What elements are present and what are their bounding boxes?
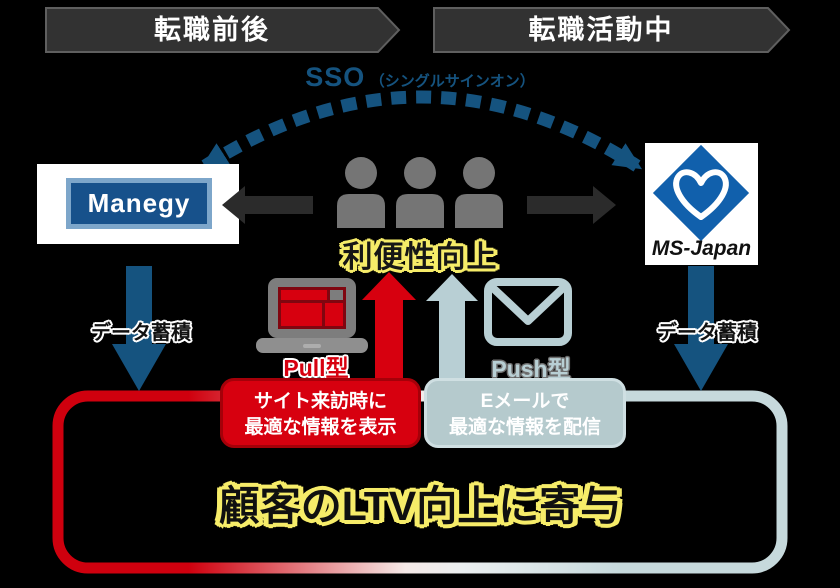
- banner-job-hunting-shape: [433, 7, 791, 53]
- sso-title: SSO: [305, 62, 366, 92]
- data-down-arrow-icon: [112, 266, 166, 391]
- data-accumulation-label-right: データ蓄積: [657, 322, 757, 344]
- pull-card-line2: 最適な情報を表示: [244, 417, 397, 438]
- benefit-label: 利便性向上: [342, 241, 498, 274]
- banner-job-hunting-label: 転職活動中: [528, 15, 674, 45]
- push-up-arrow-icon: [426, 274, 478, 387]
- pull-up-arrow-icon: [362, 272, 416, 387]
- sso-subtitle: （シングルサインオン）: [369, 73, 535, 90]
- laptop-pull-icon: [256, 278, 368, 353]
- push-card: Eメールで 最適な情報を配信: [424, 378, 626, 448]
- ms-japan-logo-label: MS-Japan: [651, 237, 752, 260]
- push-card-line1: Eメールで: [480, 391, 570, 412]
- sso-dashed-arc-arrow-icon: [199, 90, 643, 172]
- data-accumulation-label-left: データ蓄積: [91, 322, 191, 344]
- manegy-logo-label: Manegy: [66, 178, 212, 229]
- left-black-arrow-icon: [222, 186, 616, 224]
- banner-before-after-shape: [45, 7, 401, 53]
- push-card-line2: 最適な情報を配信: [448, 417, 601, 438]
- diamond-heart-logo-icon: [652, 144, 750, 242]
- pull-type-label: Pull型: [283, 355, 349, 381]
- ltv-label: 顧客のLTV向上に寄与: [218, 483, 622, 529]
- banner-before-after-label: 転職前後: [154, 15, 270, 45]
- people-group-icon: [337, 157, 503, 228]
- ms-japan-logo: MS-Japan: [645, 143, 758, 265]
- email-envelope-icon: [484, 278, 572, 346]
- manegy-logo: Manegy: [37, 164, 239, 244]
- pull-card-line1: サイト来訪時に: [253, 391, 387, 412]
- pull-card: サイト来訪時に 最適な情報を表示: [220, 378, 421, 448]
- push-type-label: Push型: [491, 356, 571, 382]
- data-down-arrow-icon: [674, 266, 728, 391]
- sso-label: SSO （シングルサインオン）: [215, 62, 625, 93]
